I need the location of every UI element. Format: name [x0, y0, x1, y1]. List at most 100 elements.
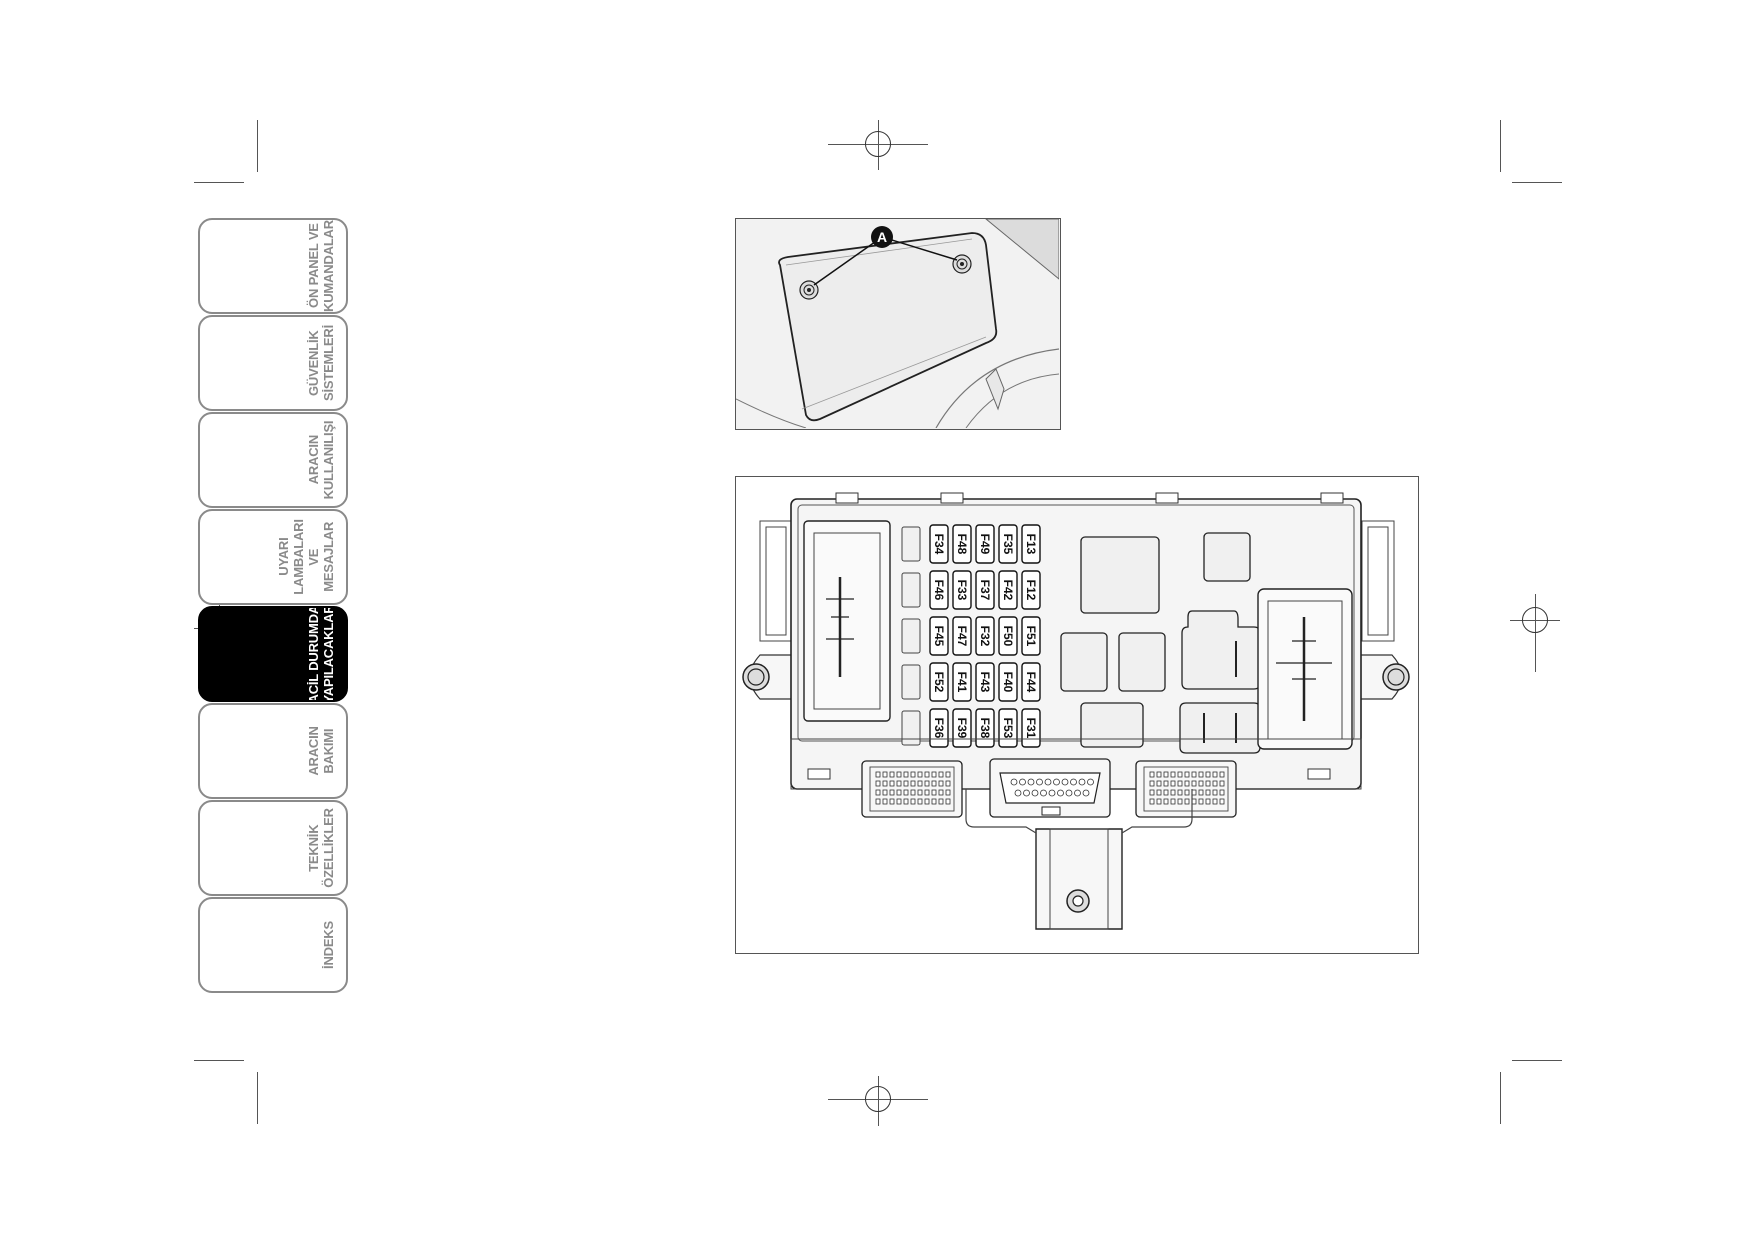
bottom-mount-tab: [1035, 828, 1123, 930]
connector-pin: [1184, 789, 1190, 796]
connector-left: [861, 760, 963, 818]
tab-indeks[interactable]: İNDEKS: [198, 897, 348, 993]
connector-pin: [903, 789, 909, 796]
connector-pin: [924, 789, 930, 796]
fuse-slot: [1021, 662, 1041, 702]
fuse-label: F13: [1024, 534, 1038, 555]
fuse-label: F51: [1024, 626, 1038, 647]
connector-pin: [1212, 771, 1218, 778]
registration-mark: [865, 131, 891, 157]
tab-on-panel[interactable]: ÖN PANEL VE KUMANDALAR: [198, 218, 348, 314]
connector-pin: [1010, 778, 1018, 786]
connector-pin: [875, 780, 881, 787]
fuse-label: F12: [1024, 580, 1038, 601]
tab-label: ARACIN KULLANILIŞI: [306, 420, 336, 500]
tab-label: TEKNİK ÖZELLİKLER: [306, 808, 336, 888]
connector-pin: [1198, 771, 1204, 778]
connector-pin: [1027, 778, 1035, 786]
connector-pin: [875, 789, 881, 796]
fuse-label: F36: [932, 718, 946, 739]
connector-pin: [1170, 789, 1176, 796]
fuse-slot: [975, 662, 995, 702]
connector-pin: [1198, 780, 1204, 787]
connector-pin: [1070, 778, 1077, 786]
connector-pin: [1198, 798, 1204, 805]
fuse-slot: [929, 662, 949, 702]
connector-pin: [896, 798, 902, 805]
connector-pin: [1191, 771, 1197, 778]
connector-pin: [1205, 780, 1211, 787]
fuse-label: F39: [955, 718, 969, 739]
connector-pin: [1219, 771, 1225, 778]
connector-pin: [1074, 789, 1081, 797]
crop-mark: [194, 182, 244, 183]
connector-pin: [938, 780, 944, 787]
fuse-slot: [1021, 570, 1041, 610]
connector-pin: [1205, 789, 1211, 796]
fuse-slot: [952, 662, 972, 702]
fuse-label: F31: [1024, 718, 1038, 739]
tab-label: İNDEKS: [321, 921, 336, 969]
connector-pin: [1184, 771, 1190, 778]
fuse-label: F40: [1001, 672, 1015, 693]
connector-pin: [1205, 798, 1211, 805]
connector-right: [1135, 760, 1237, 818]
tab-label: ACİL DURUMDA YAPILACAKLAR: [306, 606, 336, 702]
relay-socket: [1118, 632, 1166, 692]
fuse-slot: [929, 616, 949, 656]
connector-pin: [896, 789, 902, 796]
screw-icon: [799, 280, 819, 300]
connector-pin: [1048, 789, 1056, 797]
connector-pin: [882, 798, 888, 805]
connector-pin: [1156, 771, 1162, 778]
relay-socket: [1181, 610, 1261, 690]
fuse-slot: [929, 708, 949, 748]
fuse-slot: [975, 616, 995, 656]
connector-pin: [1184, 798, 1190, 805]
fuse-label: F42: [1001, 580, 1015, 601]
connector-pin: [1219, 798, 1225, 805]
connector-pin: [1053, 778, 1060, 786]
fuse-slot: [975, 524, 995, 564]
registration-mark: [865, 1086, 891, 1112]
crop-mark: [257, 120, 258, 172]
connector-pin: [1177, 789, 1183, 796]
tab-guvenlik[interactable]: GÜVENLİK SİSTEMLERİ: [198, 315, 348, 411]
callout-label: A: [877, 229, 887, 245]
tab-teknik-ozellikler[interactable]: TEKNİK ÖZELLİKLER: [198, 800, 348, 896]
connector-pin: [1036, 778, 1043, 786]
relay-socket: [1060, 632, 1108, 692]
connector-pin: [896, 780, 902, 787]
connector-pin: [889, 798, 895, 805]
tab-aracin-bakimi[interactable]: ARACIN BAKIMI: [198, 703, 348, 799]
relay-socket: [1080, 702, 1144, 748]
connector-pin: [924, 771, 930, 778]
connector-pin: [910, 780, 916, 787]
fuse-label: F46: [932, 580, 946, 601]
tab-label: ÖN PANEL VE KUMANDALAR: [306, 220, 336, 312]
connector-pin: [945, 780, 951, 787]
fuse-label: F33: [955, 580, 969, 601]
connector-pin: [910, 798, 916, 805]
connector-pin: [1163, 780, 1169, 787]
tab-aracin-kullanilisi[interactable]: ARACIN KULLANILIŞI: [198, 412, 348, 508]
connector-pin: [1040, 789, 1047, 797]
relay-socket: [1203, 532, 1251, 582]
connector-pin: [1219, 780, 1225, 787]
crop-mark: [1512, 1060, 1562, 1061]
screw-icon: [952, 254, 972, 274]
connector-pin: [1014, 789, 1022, 797]
connector-pin: [1023, 789, 1030, 797]
fuse-slot: [998, 570, 1018, 610]
tab-acil-durumda[interactable]: ACİL DURUMDA YAPILACAKLAR: [198, 606, 348, 702]
fuse-slot: [952, 616, 972, 656]
connector-pin: [1177, 798, 1183, 805]
relay-socket: [1179, 702, 1261, 754]
connector-pin: [1156, 789, 1162, 796]
tab-uyari-lambalari[interactable]: UYARI LAMBALARI VE MESAJLAR: [198, 509, 348, 605]
fuse-label: F41: [955, 672, 969, 693]
crop-mark: [1500, 120, 1501, 172]
connector-pin: [945, 798, 951, 805]
connector-pin: [1087, 778, 1094, 786]
